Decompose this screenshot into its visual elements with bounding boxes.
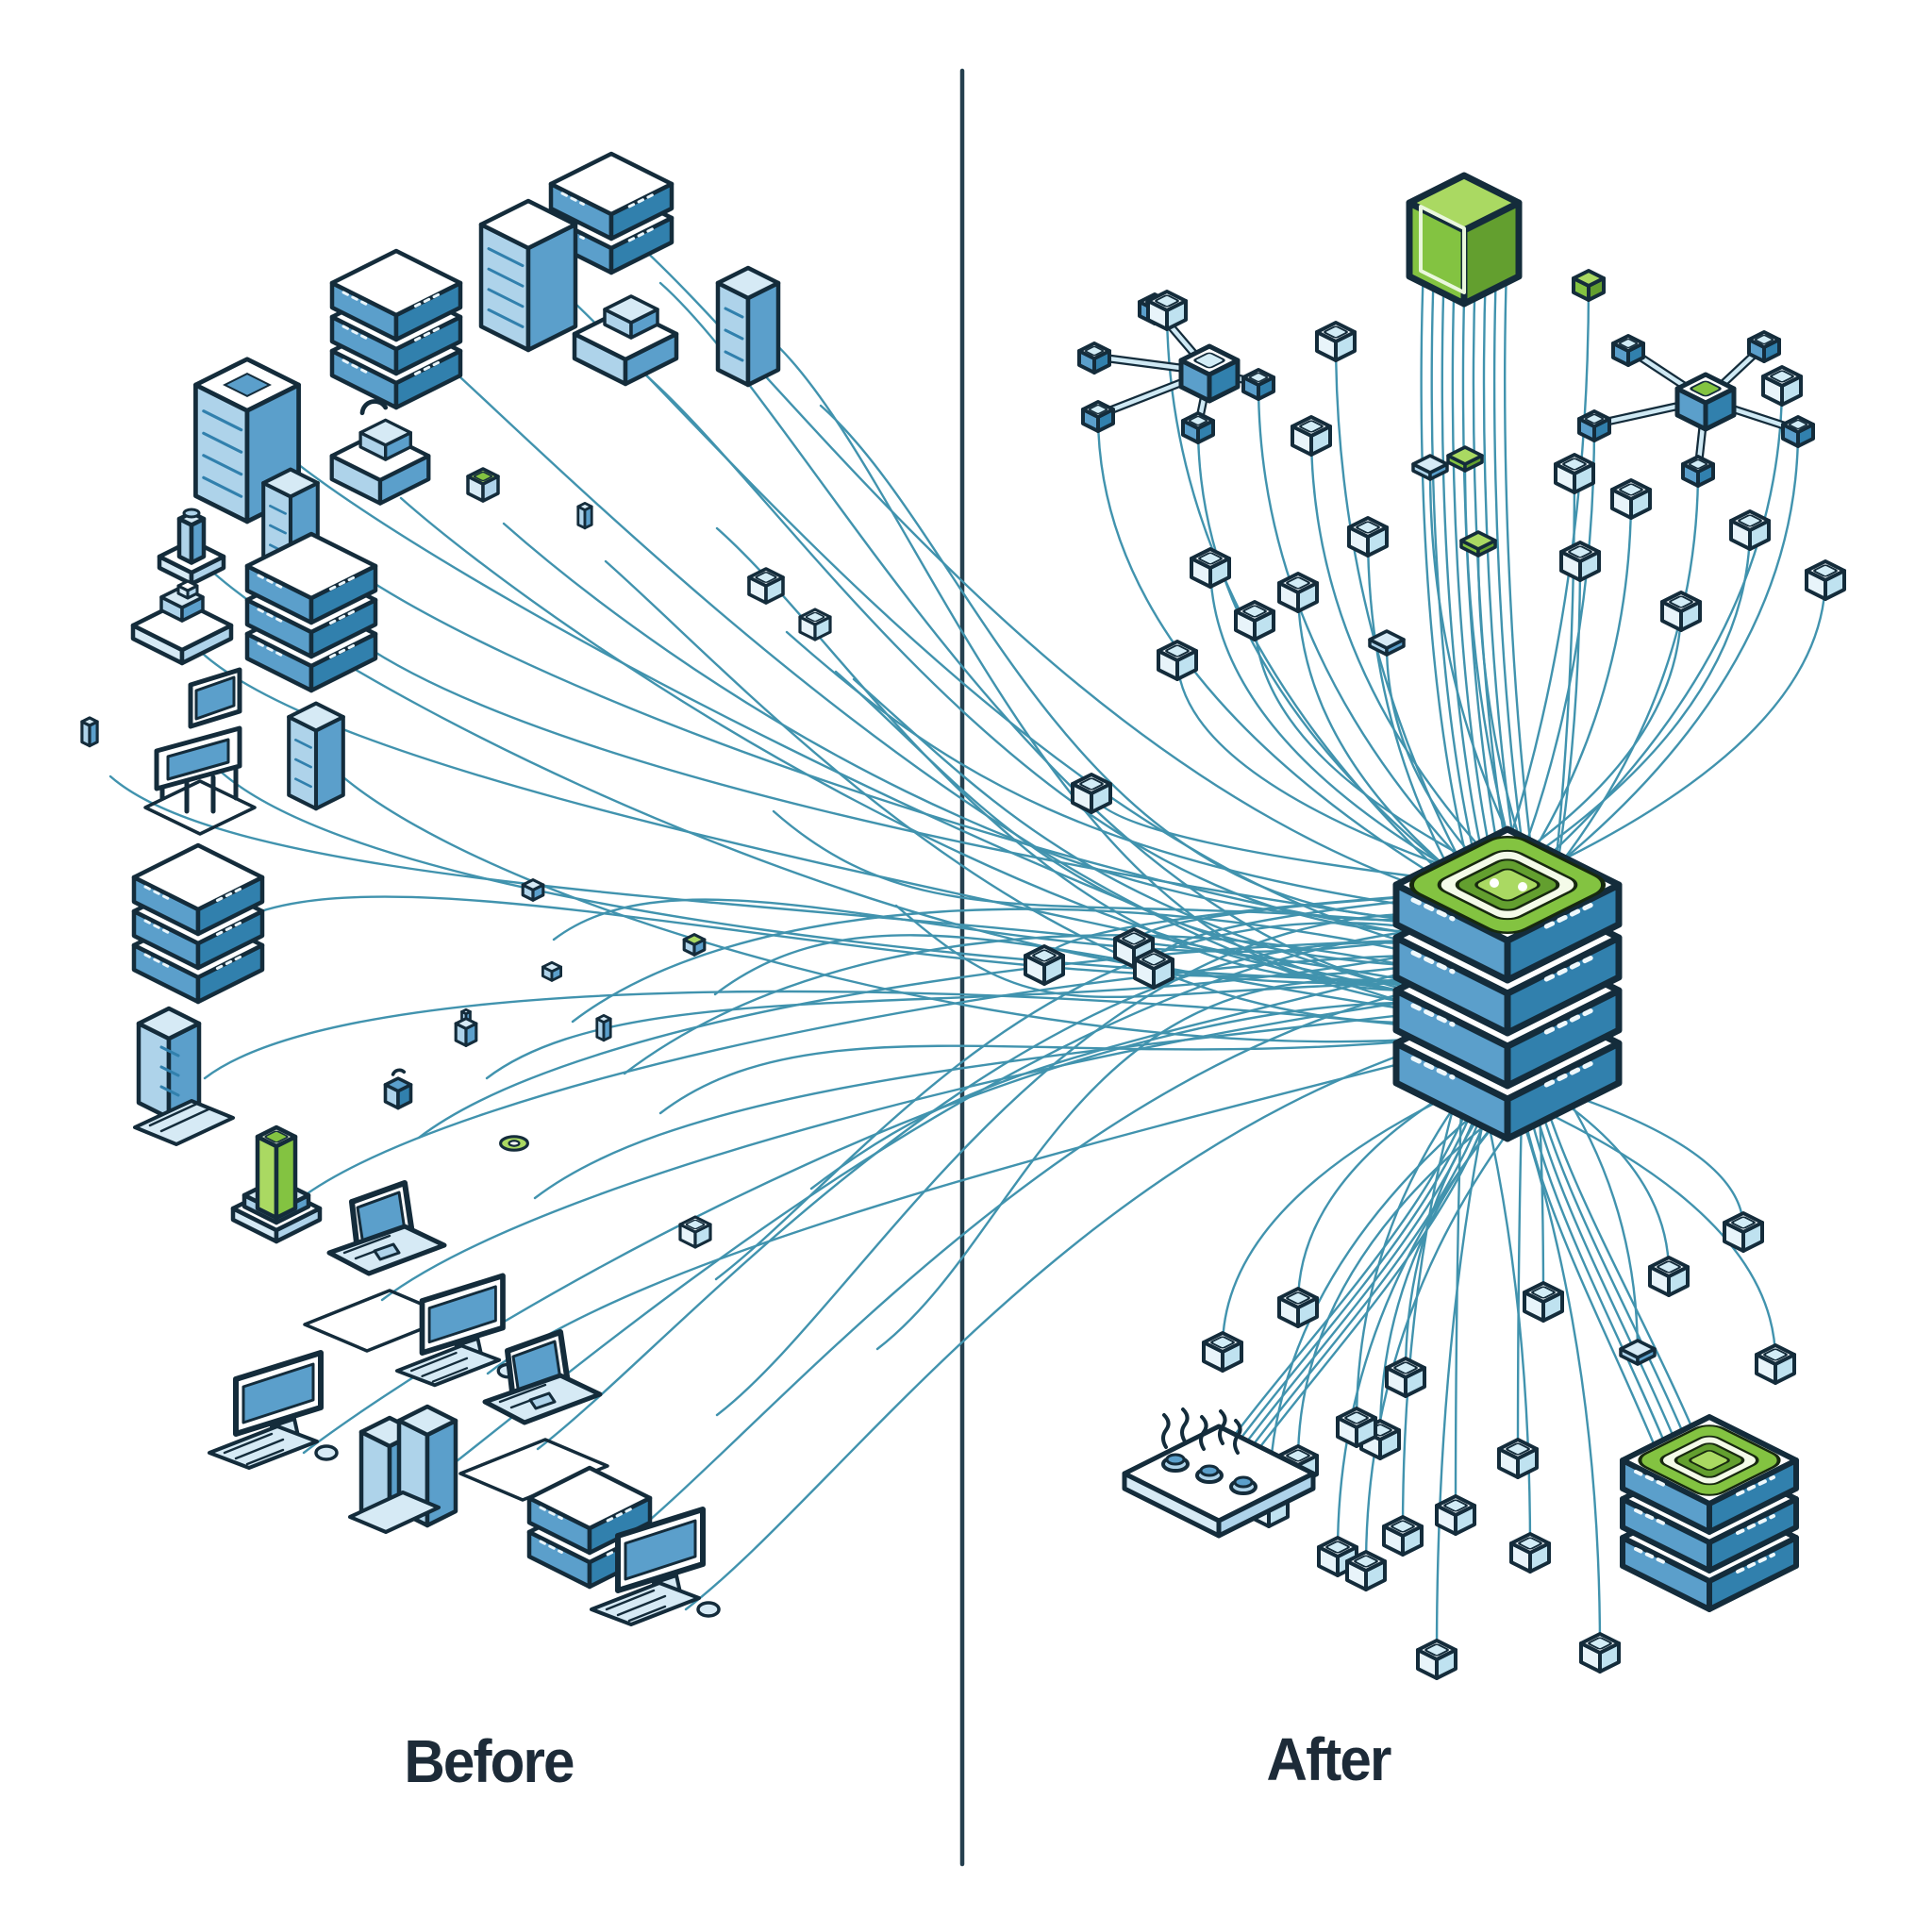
device-flask [454, 1008, 478, 1047]
device-laptop [458, 1329, 609, 1502]
node-cube [1610, 478, 1652, 520]
device-tower [478, 198, 578, 353]
after-nodes [1024, 269, 1846, 1680]
node-cube [1157, 640, 1198, 681]
node-cube [1385, 1357, 1426, 1398]
node-cube [1277, 572, 1319, 613]
after-label: After [1266, 1725, 1392, 1793]
device-greentower [230, 1124, 323, 1244]
controller-board [1122, 1407, 1316, 1539]
device-slimtower [287, 701, 345, 811]
node-cap [1411, 454, 1449, 481]
secondary-stack [1620, 1414, 1799, 1612]
device-greenbox [466, 467, 500, 503]
node-cube [1554, 453, 1595, 494]
node-cube [1202, 1331, 1243, 1373]
node-cube [1345, 1550, 1387, 1591]
node-cube [1336, 1407, 1377, 1448]
device-rack3 [329, 248, 463, 410]
node-cube [1761, 365, 1803, 407]
device-usb [595, 1013, 612, 1042]
device-kiosk [143, 667, 257, 836]
node-cube [1509, 1532, 1551, 1574]
device-cube [747, 567, 785, 605]
before-devices [80, 151, 832, 1626]
device-gadget [521, 878, 545, 902]
node-cube [1755, 1343, 1796, 1385]
node-cube [1416, 1639, 1457, 1680]
node-cube [1382, 1515, 1424, 1557]
node-green-cube [1572, 269, 1606, 302]
node-cube [1559, 541, 1601, 582]
node-green-flat [1446, 445, 1484, 473]
before-label: Before [404, 1727, 575, 1795]
central-hub [1392, 825, 1623, 1142]
device-platform [130, 579, 234, 666]
after-clusters [1077, 292, 1815, 488]
device-monitor [208, 1350, 339, 1470]
node-cube [1723, 1211, 1764, 1253]
device-monitor [394, 1273, 520, 1388]
node-cube [1277, 1287, 1319, 1328]
device-rack3 [131, 842, 265, 1005]
device-printerlock [329, 399, 431, 506]
node-cube [1729, 509, 1771, 551]
device-monitor [590, 1507, 721, 1626]
cluster-node [1577, 330, 1815, 488]
node-cube [1024, 944, 1065, 986]
node-cube [1648, 1256, 1690, 1297]
node-cube [1315, 321, 1357, 362]
node-cube [1435, 1494, 1476, 1536]
device-printer [572, 294, 679, 387]
node-cap [1619, 1339, 1657, 1366]
device-usb [576, 501, 593, 530]
node-cube [1190, 547, 1231, 589]
source-green-cube [1406, 172, 1523, 308]
node-cube [1133, 948, 1174, 990]
device-slimtower [715, 265, 781, 388]
node-cube [1497, 1438, 1539, 1479]
node-cube [1660, 591, 1702, 632]
device-laptop [303, 1180, 454, 1353]
node-cube [1805, 559, 1846, 601]
node-cap [1368, 629, 1406, 657]
node-cube [1146, 290, 1188, 331]
device-pc [133, 1006, 235, 1146]
device-pedestal [157, 508, 226, 587]
node-cube [1071, 773, 1112, 814]
device-rack3 [244, 531, 378, 693]
device-gadgetg [682, 933, 707, 957]
node-green-flat [1459, 530, 1497, 558]
device-cube [798, 608, 832, 641]
node-cube [1523, 1281, 1564, 1323]
node-cube [1347, 516, 1389, 558]
node-cube [1291, 415, 1332, 457]
device-dualtower [348, 1404, 458, 1534]
device-usb [80, 716, 99, 748]
device-disc [499, 1135, 529, 1152]
device-gadget [541, 960, 563, 982]
node-cube [1579, 1632, 1621, 1674]
device-cube [678, 1215, 712, 1249]
device-bag [383, 1068, 413, 1110]
node-cube [1317, 1536, 1358, 1577]
node-cube [1234, 600, 1275, 641]
